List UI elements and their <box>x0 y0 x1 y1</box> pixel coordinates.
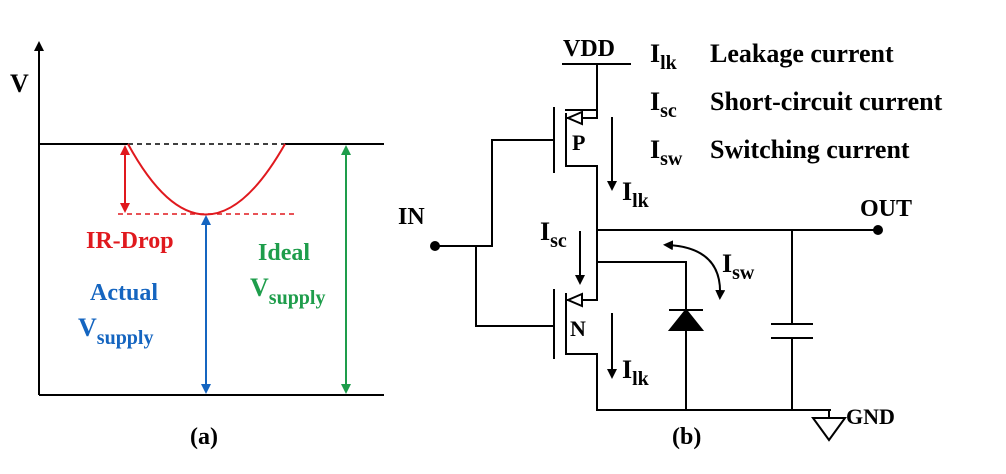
legend-symbol-sc: Isc <box>650 87 677 122</box>
caption-a: (a) <box>190 424 218 450</box>
actual-v: V <box>78 313 97 342</box>
load-capacitor <box>771 229 813 411</box>
legend-desc-lk: Leakage current <box>710 39 894 68</box>
v-axis-label: V <box>10 69 29 98</box>
pmos-transistor <box>553 107 598 301</box>
out-label: OUT <box>860 196 912 222</box>
nmos-label: N <box>570 316 586 341</box>
vdd-label: VDD <box>563 36 615 62</box>
gnd-label: GND <box>846 404 895 429</box>
current-legend: Ilk Leakage current Isc Short-circuit cu… <box>650 39 943 170</box>
isw-arrow <box>663 240 726 300</box>
ideal-supply-sub: supply <box>269 287 326 309</box>
pmos-label: P <box>572 130 585 155</box>
ir-drop-curve <box>127 143 286 216</box>
input-wiring <box>434 139 555 327</box>
ilk-nmos-label: Ilk <box>622 355 650 390</box>
ir-drop-label: IR-Drop <box>86 228 174 254</box>
ideal-v: V <box>250 273 269 302</box>
legend-symbol-lk: Ilk <box>650 39 678 74</box>
ideal-vsupply-label: Vsupply <box>250 273 326 309</box>
ideal-label: Ideal <box>258 240 310 266</box>
isw-label: Isw <box>722 249 755 284</box>
actual-label: Actual <box>90 280 158 306</box>
legend-desc-sc: Short-circuit current <box>710 87 943 116</box>
in-terminal <box>430 241 440 251</box>
panel-b: VDD P N <box>398 36 943 450</box>
actual-supply-sub: supply <box>97 327 154 349</box>
ground-symbol <box>811 417 847 442</box>
caption-b: (b) <box>672 424 701 450</box>
out-terminal <box>873 225 883 235</box>
legend-desc-sw: Switching current <box>710 135 910 164</box>
actual-vsupply-label: Vsupply <box>78 313 154 349</box>
in-label: IN <box>398 204 425 230</box>
isc-label: Isc <box>540 217 567 252</box>
legend-symbol-sw: Isw <box>650 135 683 170</box>
panel-a: V IR-Drop Actual Vsupply Ideal Vsupply (… <box>10 41 384 450</box>
ilk-pmos-label: Ilk <box>622 177 650 212</box>
nmos-transistor <box>553 289 598 411</box>
